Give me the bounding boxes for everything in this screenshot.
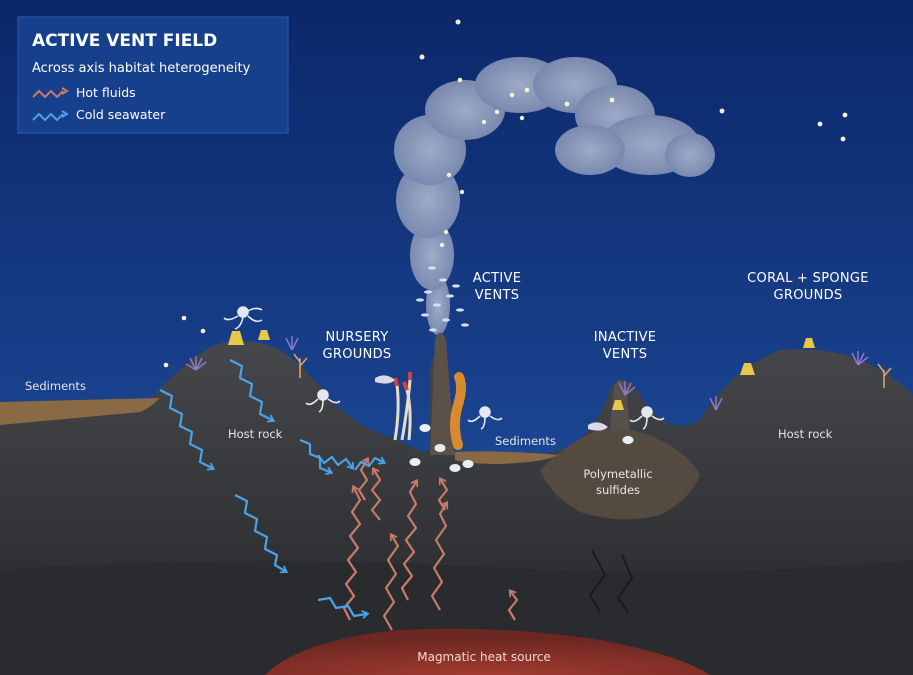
legend-subtitle: Across axis habitat heterogeneity [32,61,251,76]
label-sediments-left: Sediments [25,379,86,393]
fault-lines [588,549,634,613]
label-inactive-2: VENTS [603,347,648,362]
sediment-center [455,451,560,464]
label-nursery-2: GROUNDS [323,347,392,362]
soft-coral-icon [185,336,869,411]
legend-cold-label: Cold seawater [76,107,166,122]
crab-icon [409,424,634,472]
label-active-2: VENTS [475,288,520,303]
label-inactive-1: INACTIVE [594,330,657,345]
cold-seawater-arrows [159,359,383,616]
label-magma: Magmatic heat source [417,650,551,664]
marine-particles [163,19,848,368]
hot-fluid-arrows [342,460,519,631]
octopus-icon [223,306,665,430]
label-host-rock-right: Host rock [778,427,833,441]
magma-source [265,628,710,675]
coral-icon [450,370,466,450]
hydrothermal-plume [394,57,715,335]
shrimp-icon [375,375,608,431]
label-coral-2: GROUNDS [774,288,843,303]
label-host-rock-left: Host rock [228,427,283,441]
active-chimney [430,332,455,455]
legend-hot-label: Hot fluids [76,85,136,100]
label-sediments-center: Sediments [495,434,556,448]
label-polymetallic-1: Polymetallic [583,467,652,481]
cold-seawater-arrow-icon [32,110,69,122]
hot-fluid-arrow-icon [32,87,69,99]
label-nursery-1: NURSERY [326,330,389,345]
label-polymetallic-2: sulfides [596,483,640,497]
sponge-icon [228,330,815,410]
gorgonian-icon [293,353,892,388]
sulfide-mound [540,428,700,520]
sediment-left [0,398,160,425]
tubeworm-icon [393,372,412,441]
label-coral-1: CORAL + SPONGE [747,271,869,286]
fish-swarm [416,266,469,332]
label-active-1: ACTIVE [473,271,521,286]
legend: ACTIVE VENT FIELD Across axis habitat he… [17,16,289,134]
legend-title: ACTIVE VENT FIELD [32,31,217,51]
legend-background [17,16,289,134]
